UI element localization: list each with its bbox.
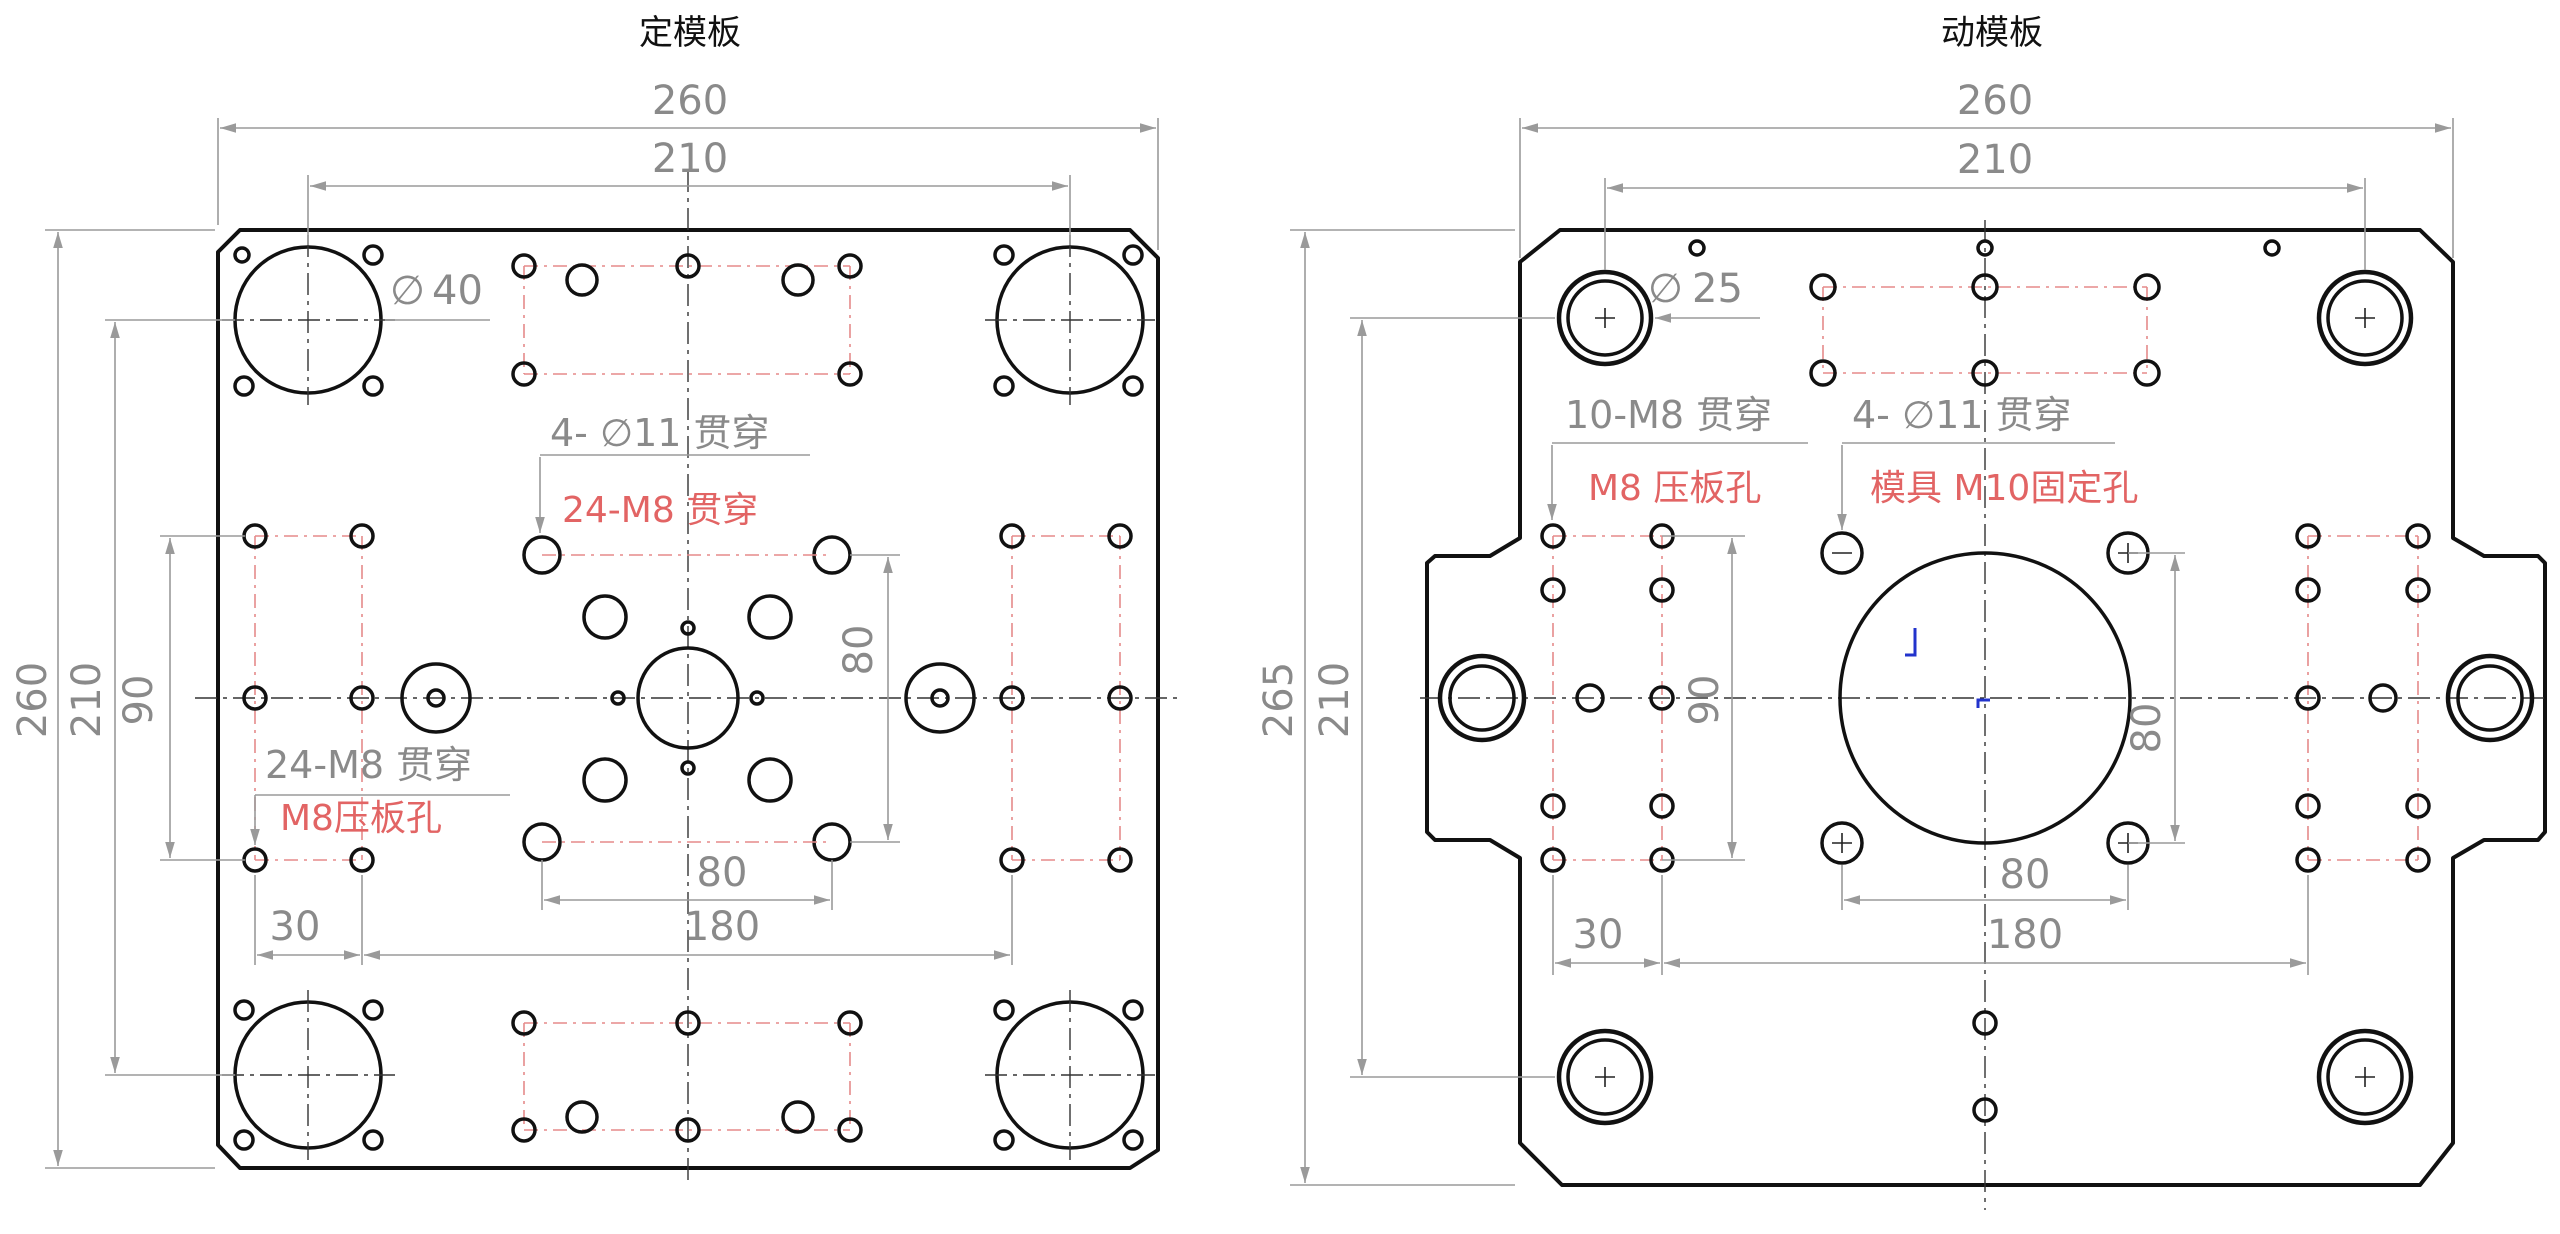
- fixed-note-through-holes: 4- ∅11 贯穿: [550, 411, 770, 455]
- moving-dim-span-180: 180: [1987, 912, 2063, 958]
- fixed-dim-height-outer: 260: [10, 662, 56, 738]
- moving-dim-hole-dia: 25: [1692, 266, 1743, 312]
- fixed-dim-center-h: 80: [697, 850, 748, 896]
- fixed-dim-center-v: 80: [836, 625, 882, 676]
- moving-ear-holes: [1437, 653, 2535, 743]
- fixed-plate-outline: [216, 228, 1160, 1170]
- moving-dim-clamp-span-v: 90: [1682, 675, 1728, 726]
- fixed-top-clamp-holes: [511, 253, 863, 387]
- fixed-side-locating-holes: [400, 662, 976, 734]
- moving-corner-holes: [1556, 269, 2414, 1126]
- fixed-dimensions: [45, 118, 1159, 1169]
- fixed-note-clamp-holes: M8压板孔: [280, 798, 442, 839]
- moving-dim-width-inner: 210: [1957, 137, 2033, 183]
- moving-plate-title: 动模板: [1941, 13, 2043, 53]
- moving-bottom-holes: [1972, 1010, 1998, 1123]
- moving-plate-outline: [1425, 228, 2547, 1187]
- fixed-dim-hole-dia: 40: [432, 268, 483, 314]
- moving-top-clamp-holes: [1809, 273, 2161, 387]
- moving-dim-height-outer: 265: [1256, 662, 1302, 738]
- fixed-corner-small-holes: [233, 244, 1144, 1151]
- moving-top-mark-center: [1976, 239, 1994, 257]
- fixed-plate-title: 定模板: [639, 13, 741, 53]
- moving-top-mark-left: [1688, 239, 1706, 257]
- moving-dim-height-inner: 210: [1312, 662, 1358, 738]
- fixed-small-mark: [233, 246, 251, 264]
- fixed-dim-width-outer: 260: [652, 78, 728, 124]
- moving-dim-center-h: 80: [2000, 852, 2051, 898]
- moving-note-m8-through: 10-M8 贯穿: [1565, 393, 1772, 437]
- moving-dim-hole-dia-symbol: ∅: [1648, 266, 1683, 312]
- moving-left-clamp-holes: [1540, 523, 1675, 873]
- fixed-dim-width-inner: 210: [652, 136, 728, 182]
- fixed-bottom-clamp-holes: [511, 1010, 863, 1143]
- moving-dimensions: [1290, 118, 2454, 1186]
- fixed-center-hole-pattern: [522, 535, 852, 862]
- fixed-plate-view: 260 210 260 210 90 80 80 180 30 ∅ 40 4- …: [10, 78, 1180, 1185]
- moving-dim-center-v: 80: [2124, 703, 2170, 754]
- moving-dim-width-outer: 260: [1957, 78, 2033, 124]
- fixed-dim-30: 30: [270, 904, 321, 950]
- moving-top-mark-right: [2263, 239, 2281, 257]
- fixed-note-m8-through: 24-M8 贯穿: [265, 743, 472, 787]
- fixed-note-m8-through-red: 24-M8 贯穿: [562, 490, 758, 531]
- moving-note-mold-fix: 模具 M10固定孔: [1870, 468, 2138, 509]
- fixed-dim-height-inner: 210: [64, 662, 110, 738]
- moving-center-pattern: [1820, 531, 2150, 865]
- moving-note-through-holes: 4- ∅11 贯穿: [1852, 393, 2072, 437]
- fixed-right-clamp-holes: [999, 523, 1133, 873]
- moving-right-clamp-holes: [2295, 523, 2431, 873]
- moving-plate-view: 260 210 265 210 90 80 80 180 30 ∅ 25 10-…: [1256, 78, 2550, 1210]
- moving-note-clamp-holes: M8 压板孔: [1588, 468, 1761, 509]
- fixed-dim-clamp-span-v: 90: [116, 675, 162, 726]
- fixed-dim-span-180: 180: [684, 904, 760, 950]
- fixed-dim-hole-dia-symbol: ∅: [390, 268, 425, 314]
- moving-dim-30: 30: [1573, 912, 1624, 958]
